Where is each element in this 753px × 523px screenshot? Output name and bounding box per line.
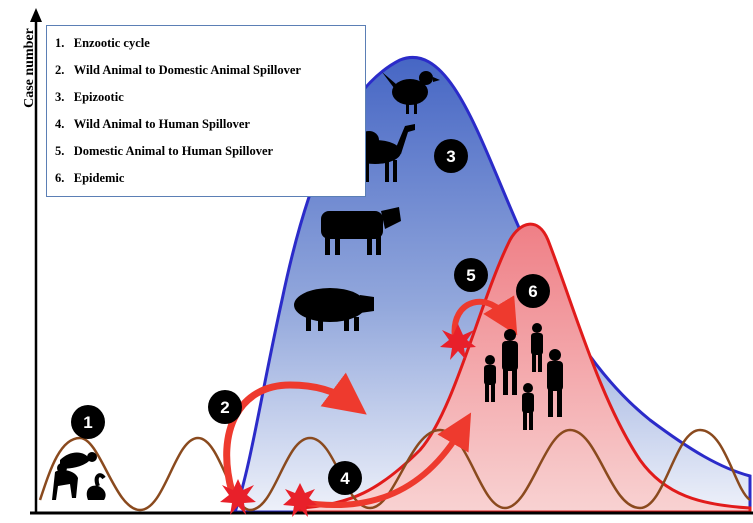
legend-item: 5. Domestic Animal to Human Spillover	[55, 144, 273, 159]
badge-4: 4	[328, 461, 362, 495]
legend-text: Epidemic	[74, 171, 125, 185]
badge-3: 3	[434, 139, 468, 173]
legend-num: 1.	[55, 36, 64, 50]
svg-text:2: 2	[220, 398, 229, 417]
svg-text:1: 1	[83, 413, 92, 432]
svg-text:6: 6	[528, 282, 537, 301]
badge-1: 1	[71, 405, 105, 439]
legend-text: Epizootic	[74, 90, 124, 104]
y-axis-label: Case number	[22, 18, 38, 118]
svg-text:5: 5	[466, 266, 475, 285]
legend-text: Enzootic cycle	[74, 36, 150, 50]
legend: 1. Enzootic cycle 2. Wild Animal to Dome…	[46, 25, 366, 197]
legend-num: 3.	[55, 90, 64, 104]
badge-2: 2	[208, 390, 242, 424]
legend-item: 1. Enzootic cycle	[55, 36, 150, 51]
badge-6: 6	[516, 274, 550, 308]
legend-item: 4. Wild Animal to Human Spillover	[55, 117, 250, 132]
legend-num: 6.	[55, 171, 64, 185]
legend-text: Domestic Animal to Human Spillover	[74, 144, 273, 158]
wild-animals-icon	[52, 452, 106, 500]
legend-text: Wild Animal to Domestic Animal Spillover	[74, 63, 301, 77]
badge-5: 5	[454, 258, 488, 292]
legend-num: 4.	[55, 117, 64, 131]
legend-item: 6. Epidemic	[55, 171, 124, 186]
legend-text: Wild Animal to Human Spillover	[74, 117, 250, 131]
svg-text:3: 3	[446, 147, 455, 166]
legend-num: 5.	[55, 144, 64, 158]
legend-num: 2.	[55, 63, 64, 77]
svg-text:4: 4	[340, 469, 350, 488]
legend-item: 2. Wild Animal to Domestic Animal Spillo…	[55, 63, 301, 78]
legend-item: 3. Epizootic	[55, 90, 124, 105]
